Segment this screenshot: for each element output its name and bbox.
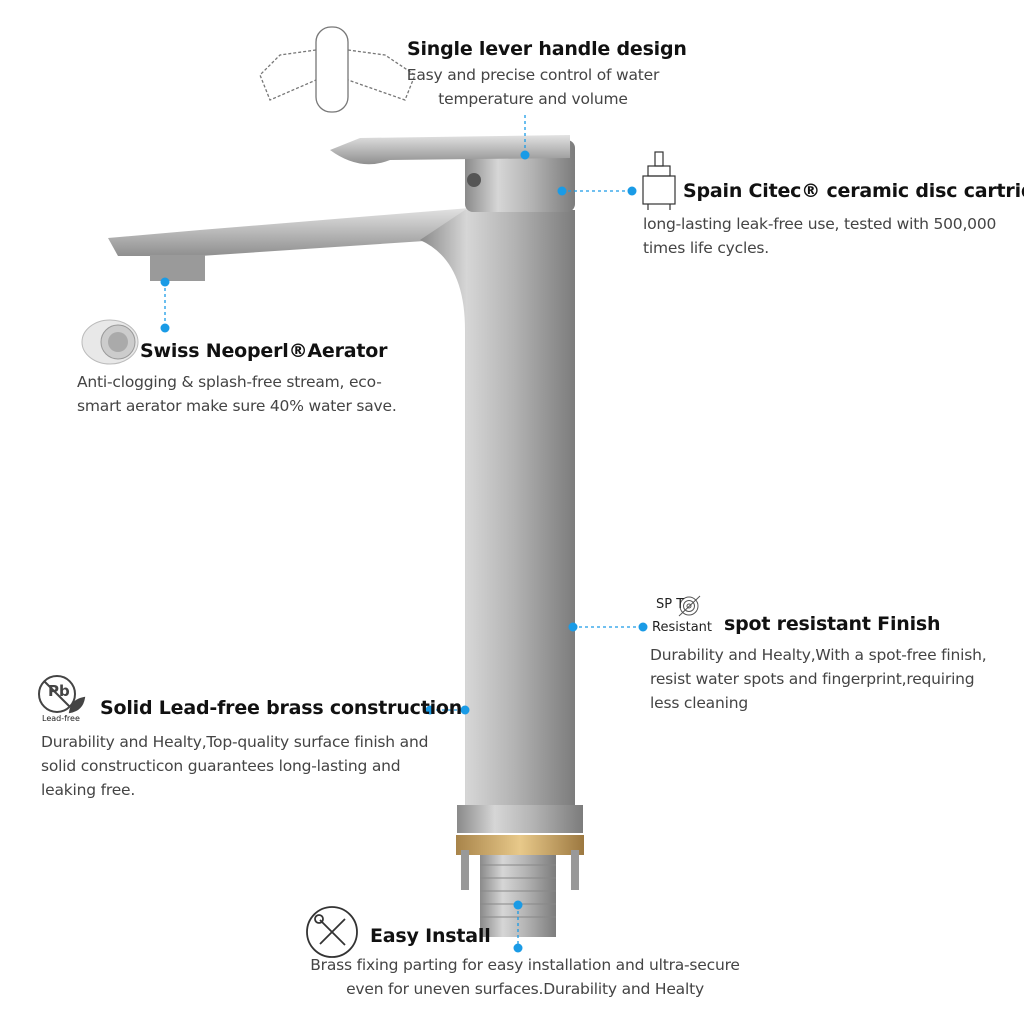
desc-line: smart aerator make sure 40% water save. xyxy=(77,397,397,415)
desc-line: temperature and volume xyxy=(438,90,628,108)
aerator-icon xyxy=(81,319,139,365)
lead-description: Durability and Healty,Top-quality surfac… xyxy=(41,730,428,802)
desc-line: Durability and Healty,With a spot-free f… xyxy=(650,646,987,664)
lead-icon-label: Lead-free xyxy=(42,714,80,723)
base-ring xyxy=(457,805,583,833)
brass-nut xyxy=(456,835,584,855)
cartridge-title: Spain Citec® ceramic disc cartridge xyxy=(683,180,1024,202)
aerator-title: Swiss Neoperl®Aerator xyxy=(140,340,388,362)
spot-title: spot resistant Finish xyxy=(724,613,941,635)
faucet-body xyxy=(420,210,575,810)
cartridge-description: long-lasting leak-free use, tested with … xyxy=(643,212,996,260)
install-title: Easy Install xyxy=(370,925,491,947)
desc-line: leaking free. xyxy=(41,781,136,799)
aerator-housing xyxy=(150,255,205,281)
lead-icon-text: Pb xyxy=(48,682,70,700)
callout-dots xyxy=(160,150,648,953)
fingerprint-icon xyxy=(678,595,701,617)
desc-line: Anti-clogging & splash-free stream, eco- xyxy=(77,373,382,391)
desc-line: Brass fixing parting for easy installati… xyxy=(310,956,740,974)
mounting-bolt xyxy=(461,850,469,890)
handle-description: Easy and precise control of water temper… xyxy=(383,63,683,111)
spot-icon-top: SP T xyxy=(656,597,685,612)
lever xyxy=(330,135,570,165)
desc-line: resist water spots and fingerprint,requi… xyxy=(650,670,975,688)
install-description: Brass fixing parting for easy installati… xyxy=(275,953,775,1001)
spot-icon-bottom: Resistant xyxy=(652,620,713,635)
spout xyxy=(108,208,470,256)
desc-line: even for uneven surfaces.Durability and … xyxy=(346,980,704,998)
desc-line: times life cycles. xyxy=(643,239,770,257)
lead-free-icon xyxy=(38,675,86,714)
lever-sketch-icon xyxy=(259,26,416,113)
desc-line: Easy and precise control of water xyxy=(406,66,660,84)
desc-line: Durability and Healty,Top-quality surfac… xyxy=(41,733,429,751)
handle-screw xyxy=(467,173,481,187)
tools-icon xyxy=(306,906,358,958)
lead-title: Solid Lead-free brass construction xyxy=(100,697,463,719)
spot-description: Durability and Healty,With a spot-free f… xyxy=(650,643,987,715)
handle-title: Single lever handle design xyxy=(407,38,687,60)
aerator-description: Anti-clogging & splash-free stream, eco-… xyxy=(77,370,397,418)
callout-lines xyxy=(164,115,643,948)
cartridge-icon xyxy=(642,151,676,210)
desc-line: less cleaning xyxy=(650,694,748,712)
mounting-bolt xyxy=(571,850,579,890)
desc-line: long-lasting leak-free use, tested with … xyxy=(643,215,997,233)
desc-line: solid constructicon guarantees long-last… xyxy=(41,757,401,775)
